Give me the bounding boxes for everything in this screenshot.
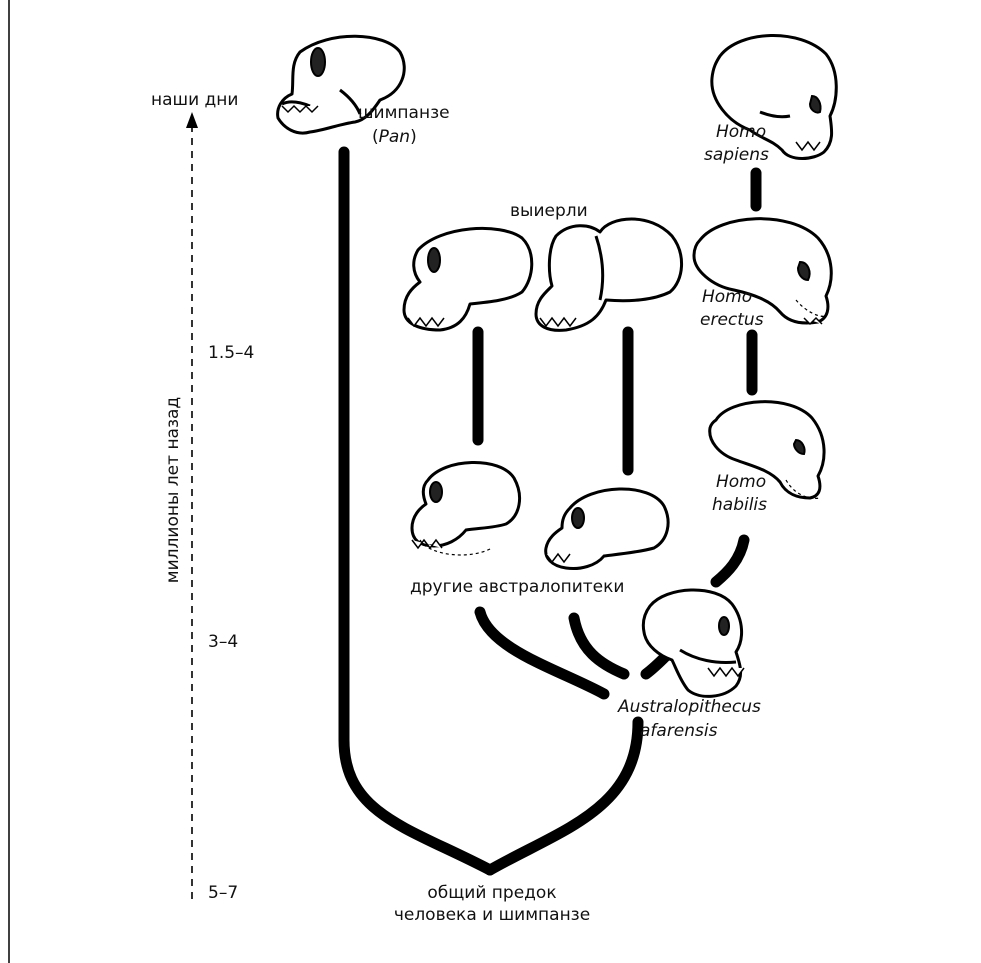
label-afarensis-2: afarensis	[640, 721, 718, 741]
axis-top-label: наши дни	[151, 90, 238, 110]
branch-habilis-afarensis	[710, 534, 750, 588]
label-chimpanzee: шимпанзе	[358, 103, 450, 123]
axis-tick-label: 5–7	[208, 883, 238, 903]
homo-erectus-skull-icon	[692, 217, 833, 326]
australopithecus-afarensis-skull-icon	[641, 588, 745, 698]
branch-other-austr-1	[474, 606, 610, 700]
australopithecine-skull-icon	[544, 487, 670, 570]
label-pan: (Pan)	[372, 127, 417, 147]
label-erectus-1: Homo	[702, 287, 752, 307]
homo-habilis-skull-icon	[708, 400, 826, 500]
time-axis-arrowhead	[186, 112, 198, 128]
lineage-branches	[338, 146, 762, 876]
label-habilis-2: habilis	[712, 495, 767, 515]
chimpanzee-skull-icon	[276, 34, 406, 135]
branch-afarensis-link	[640, 650, 672, 680]
label-robust: выиерли	[510, 201, 588, 221]
axis-tick-label: 1.5–4	[208, 343, 254, 363]
label-sapiens-2: sapiens	[704, 145, 769, 165]
axis-title: миллионы лет назад	[163, 397, 183, 583]
branch-chimp	[338, 146, 496, 876]
label-common-ancestor-2: человека и шимпанзе	[394, 905, 590, 925]
robust-australopithecine-skull-icon	[402, 226, 534, 332]
robust-australopithecine-skull-icon	[534, 217, 684, 332]
time-axis: наши дни миллионы лет назад 1.5–4 3–4 5–…	[151, 90, 254, 903]
label-afarensis-1: Australopithecus	[617, 697, 761, 717]
australopithecine-skull-icon	[410, 461, 522, 556]
label-habilis-1: Homo	[716, 472, 766, 492]
axis-tick-label: 3–4	[208, 632, 238, 652]
branch-afarensis-stem	[484, 716, 644, 876]
branch-other-austr-2	[568, 612, 630, 680]
label-erectus-2: erectus	[700, 310, 764, 330]
label-common-ancestor-1: общий предок	[427, 883, 556, 903]
label-other-australopithecines: другие австралопитеки	[410, 577, 624, 597]
label-sapiens-1: Homo	[716, 122, 766, 142]
homo-sapiens-skull-icon	[710, 34, 838, 160]
